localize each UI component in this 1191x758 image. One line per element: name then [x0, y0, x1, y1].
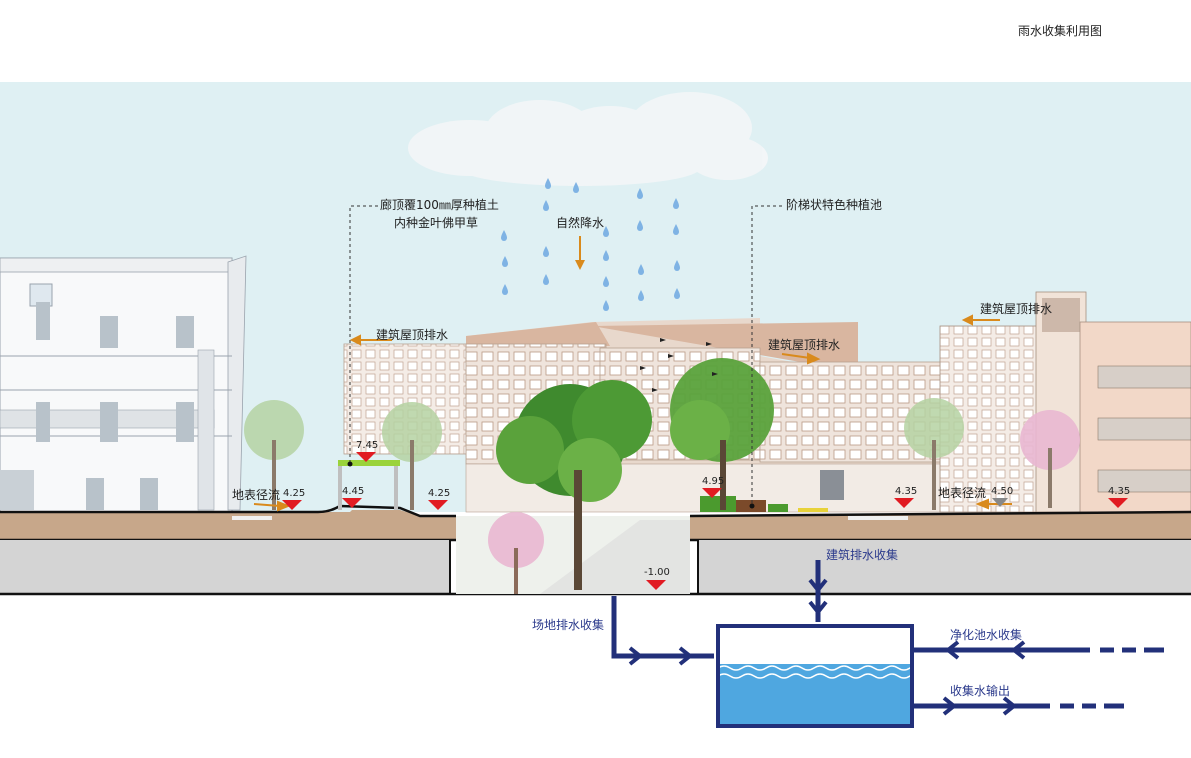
elevation-label: 4.25 [283, 488, 306, 499]
background-trees [244, 398, 1080, 510]
purification-pool-collection-label: 净化池水收集 [950, 628, 1023, 642]
storage-tank [716, 624, 915, 728]
stepped-planter-label: 阶梯状特色种植池 [786, 198, 883, 212]
elevation-label: 4.35 [895, 486, 918, 497]
leader-lines [349, 205, 782, 504]
birds [640, 338, 718, 392]
natural-rain-label: 自然降水 [556, 216, 605, 230]
elevation-label: 4.50 [991, 486, 1014, 497]
site-drain-collection-label: 场地排水收集 [532, 618, 605, 632]
elevation-label: 4.95 [702, 476, 725, 487]
elevation-label: 4.35 [1108, 486, 1131, 497]
stepped-planter [700, 496, 828, 512]
left-building [0, 255, 247, 513]
roof-drain-label-right: 建筑屋顶排水 [980, 302, 1053, 316]
elevation-label: 4.45 [342, 486, 365, 497]
elevation-label: 4.25 [428, 488, 451, 499]
surface-runoff-label-right: 地表径流 [938, 486, 987, 500]
roof-drain-label-left: 建筑屋顶排水 [376, 328, 449, 342]
building-drain-collection-label: 建筑排水收集 [826, 548, 899, 562]
elevation-label: -1.00 [644, 567, 670, 578]
elevation-label: 7.45 [356, 440, 379, 451]
pipe-arrowheads [628, 578, 1026, 716]
corridor-roof [338, 460, 400, 510]
corridor-roof-note-line2: 内种金叶佛甲草 [394, 216, 479, 230]
roof-drain-label-mid: 建筑屋顶排水 [768, 338, 841, 352]
central-tree [488, 358, 774, 594]
rain-arrow [575, 236, 585, 270]
ground-section [0, 504, 1191, 596]
rain-cloud [408, 92, 768, 186]
collected-water-output-label: 收集水输出 [950, 684, 1011, 698]
page-title: 雨水收集利用图 [1018, 24, 1103, 38]
surface-runoff-label-left: 地表径流 [232, 488, 281, 502]
corridor-roof-note-line1: 廊顶覆100㎜厚种植土 [380, 198, 499, 212]
